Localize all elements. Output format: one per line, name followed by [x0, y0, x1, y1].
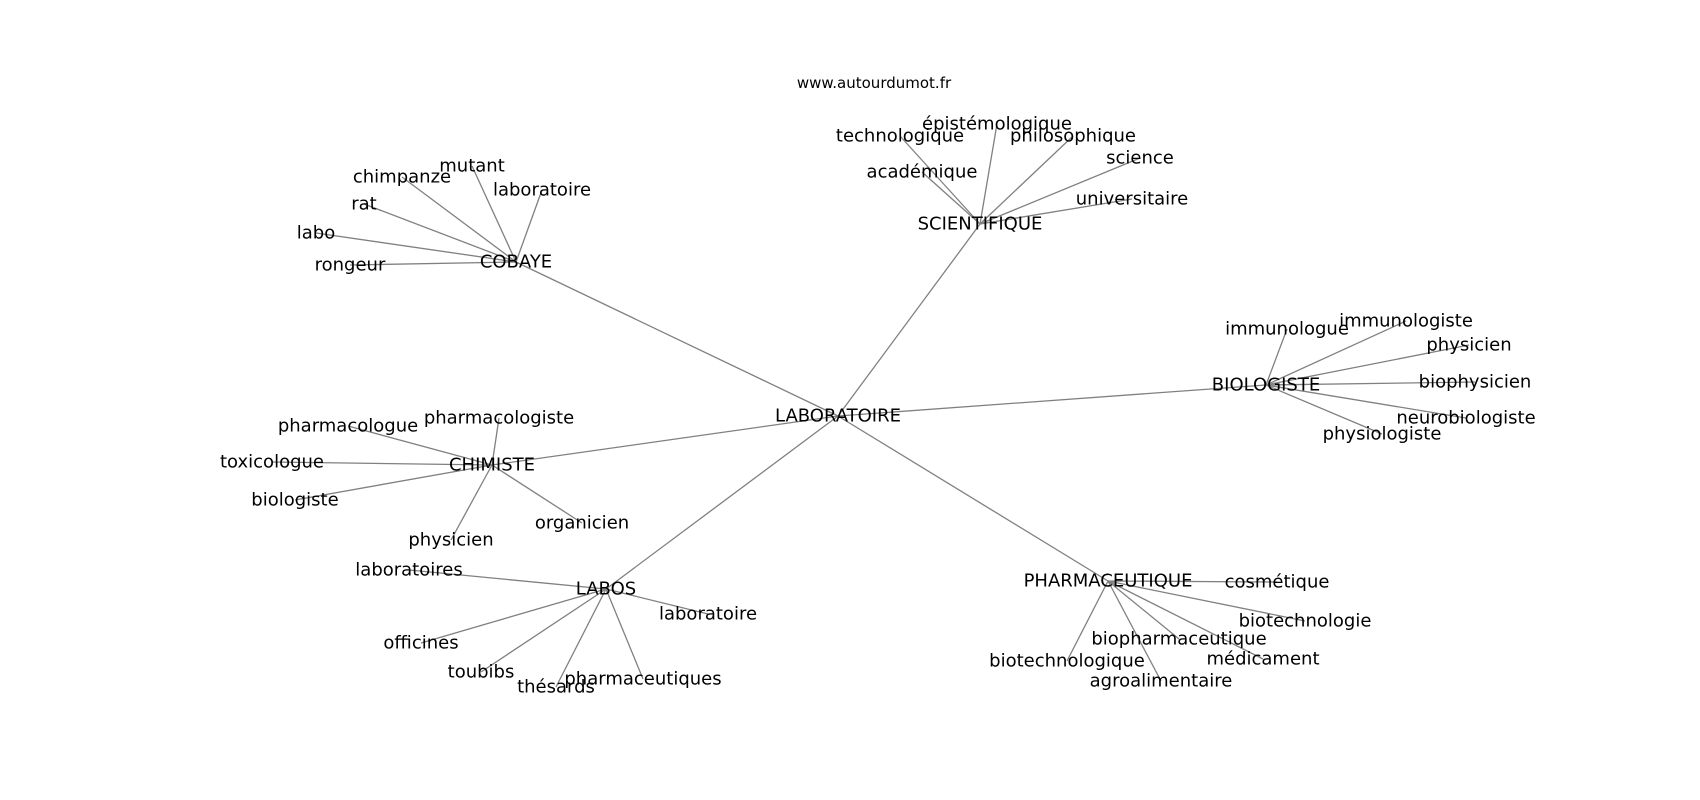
- edge-center-biologiste: [837, 384, 1267, 417]
- edge-biologiste-biophysicien: [1265, 381, 1476, 386]
- labels: www.autourdumot.fr LABORATOIRE COBAYE chim…: [220, 74, 1536, 698]
- node-hub-pharmaceutique: PHARMACEUTIQUE: [1024, 571, 1193, 592]
- node-leaf-chimiste-pharmacologue: pharmacologue: [278, 416, 418, 437]
- node-leaf-labos-thesards: thésards: [517, 677, 595, 698]
- node-leaf-biologiste-physicien: physicien: [1426, 335, 1511, 356]
- edge-center-chimiste: [491, 415, 839, 466]
- node-leaf-biologiste-physiologiste: physiologiste: [1323, 424, 1442, 445]
- node-leaf-scientifique-universitaire: universitaire: [1076, 189, 1189, 210]
- edge-scientifique-academique: [921, 171, 981, 225]
- node-hub-biologiste: BIOLOGISTE: [1212, 375, 1320, 396]
- node-leaf-cobaye-rongeur: rongeur: [315, 255, 386, 276]
- node-leaf-chimiste-biologiste: biologiste: [251, 490, 338, 511]
- node-leaf-biologiste-neurobiologiste: neurobiologiste: [1396, 408, 1535, 429]
- edge-pharmaceutique-cosmetique: [1107, 580, 1278, 583]
- edge-center-labos: [605, 415, 839, 590]
- node-hub-scientifique: SCIENTIFIQUE: [918, 214, 1043, 235]
- edge-center-scientifique: [837, 223, 981, 417]
- edge-pharmaceutique-medicament: [1107, 580, 1264, 660]
- node-leaf-scientifique-academique: académique: [867, 162, 978, 183]
- edge-cobaye-rongeur: [349, 261, 517, 266]
- edge-scientifique-epistemologique: [979, 123, 998, 225]
- source-label: www.autourdumot.fr: [797, 74, 952, 92]
- node-leaf-chimiste-organicien: organicien: [535, 513, 629, 534]
- edges: [271, 123, 1476, 688]
- edge-labos-thesards: [555, 588, 607, 688]
- edge-chimiste-toxicologue: [271, 461, 493, 466]
- edge-pharmaceutique-biotechnologie: [1107, 580, 1306, 622]
- node-hub-labos: LABOS: [576, 579, 636, 600]
- edge-scientifique-philosophique: [979, 135, 1074, 225]
- edge-labos-laboratoires: [408, 569, 607, 590]
- edge-cobaye-rat: [363, 203, 517, 263]
- node-leaf-pharmaceutique-biopharmaceutique: biopharmaceutique: [1091, 629, 1266, 650]
- node-hub-cobaye: COBAYE: [480, 252, 552, 273]
- edge-labos-pharmaceutiques: [605, 588, 644, 680]
- edge-labos-officines: [420, 588, 607, 644]
- edge-cobaye-chimpanze: [401, 176, 517, 263]
- node-leaf-cobaye-mutant: mutant: [439, 156, 505, 177]
- node-hub-chimiste: CHIMISTE: [449, 455, 535, 476]
- node-leaf-biologiste-immunologiste: immunologiste: [1339, 311, 1473, 332]
- node-leaf-scientifique-technologique: technologique: [836, 126, 964, 147]
- node-leaf-scientifique-philosophique: philosophique: [1010, 126, 1136, 147]
- node-leaf-scientifique-science: science: [1106, 148, 1174, 169]
- edge-cobaye-labo: [315, 232, 517, 263]
- edge-chimiste-organicien: [491, 464, 583, 524]
- node-leaf-labos-toubibs: toubibs: [448, 662, 515, 683]
- edge-labos-toubibs: [480, 588, 607, 673]
- edge-scientifique-universitaire: [979, 198, 1133, 225]
- edge-center-cobaye: [515, 261, 839, 417]
- node-leaf-labos-laboratoires: laboratoires: [355, 560, 462, 581]
- node-leaf-cobaye-rat: rat: [351, 194, 377, 215]
- node-leaf-pharmaceutique-biotechnologie: biotechnologie: [1239, 611, 1372, 632]
- edge-chimiste-pharmacologue: [347, 425, 493, 466]
- node-leaf-pharmaceutique-medicament: médicament: [1206, 649, 1319, 670]
- node-leaf-chimiste-pharmacologiste: pharmacologiste: [424, 408, 574, 429]
- node-leaf-pharmaceutique-agroalimentaire: agroalimentaire: [1090, 671, 1233, 692]
- node-leaf-chimiste-toxicologue: toxicologue: [220, 452, 324, 473]
- node-leaf-cobaye-labo: labo: [297, 223, 335, 244]
- node-leaf-scientifique-epistemologique: épistémologique: [922, 114, 1072, 135]
- edge-pharmaceutique-agroalimentaire: [1107, 580, 1162, 682]
- edge-biologiste-immunologue: [1265, 328, 1288, 386]
- node-leaf-labos-pharmaceutiques: pharmaceutiques: [564, 669, 721, 690]
- node-leaf-pharmaceutique-cosmetique: cosmétique: [1225, 572, 1330, 593]
- edge-center-pharmaceutique: [837, 415, 1109, 582]
- node-leaf-chimiste-physicien: physicien: [408, 530, 493, 551]
- edge-scientifique-technologique: [899, 135, 981, 225]
- node-leaf-cobaye-chimpanze: chimpanze: [353, 167, 451, 188]
- node-leaf-labos-laboratoire: laboratoire: [659, 604, 757, 625]
- edge-pharmaceutique-biopharmaceutique: [1107, 580, 1180, 640]
- edge-chimiste-pharmacologiste: [491, 417, 500, 466]
- edge-biologiste-physiologiste: [1265, 384, 1383, 435]
- edge-biologiste-immunologiste: [1265, 320, 1407, 386]
- node-leaf-labos-officines: officines: [383, 633, 458, 654]
- edge-chimiste-biologiste: [294, 464, 493, 501]
- node-leaf-biologiste-biophysicien: biophysicien: [1419, 372, 1532, 393]
- node-center-laboratoire: LABORATOIRE: [775, 406, 901, 427]
- edge-labos-laboratoire: [605, 588, 709, 615]
- node-leaf-pharmaceutique-biotechnologique: biotechnologique: [989, 651, 1145, 672]
- edge-cobaye-mutant: [471, 165, 517, 263]
- node-leaf-cobaye-laboratoire: laboratoire: [493, 180, 591, 201]
- edge-biologiste-neurobiologiste: [1265, 384, 1467, 419]
- edge-scientifique-science: [979, 157, 1141, 225]
- edge-chimiste-physicien: [450, 464, 493, 541]
- edge-cobaye-laboratoire: [515, 189, 543, 263]
- edge-pharmaceutique-biotechnologique: [1066, 580, 1109, 662]
- edge-biologiste-physicien: [1265, 344, 1470, 386]
- node-leaf-biologiste-immunologue: immunologue: [1225, 319, 1349, 340]
